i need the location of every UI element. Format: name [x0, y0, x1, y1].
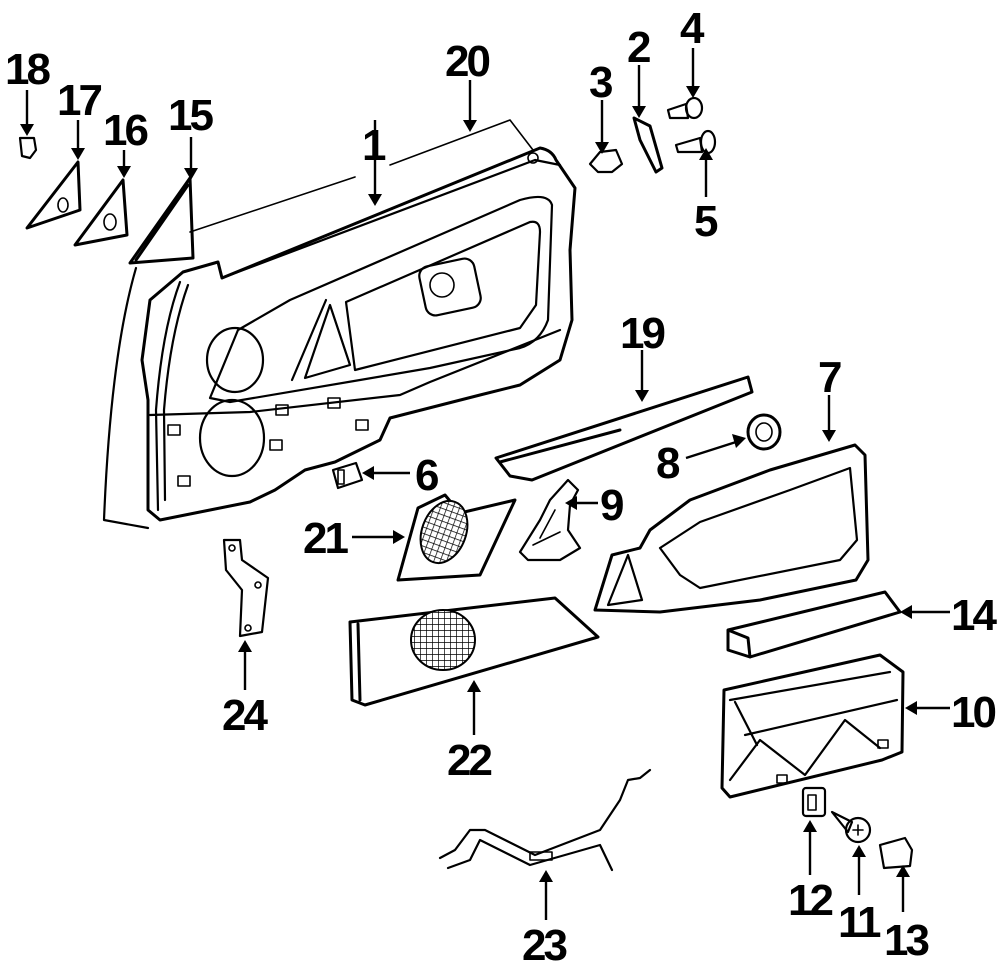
triangle-trim-15[interactable] — [128, 176, 195, 265]
bracket-part-2[interactable] — [632, 116, 664, 174]
callout-19: 19 — [620, 309, 664, 358]
clip-part-12[interactable] — [801, 786, 827, 818]
callout-13: 13 — [884, 916, 928, 964]
callout-7: 7 — [818, 353, 841, 402]
armrest-panel-part-7[interactable] — [593, 443, 870, 614]
callout-12: 12 — [788, 876, 832, 925]
callout-21: 21 — [303, 514, 348, 563]
callout-22: 22 — [447, 736, 491, 785]
callout-1: 1 — [362, 121, 386, 170]
speaker-grille-part-21[interactable] — [396, 493, 517, 582]
map-pocket-part-10[interactable] — [720, 653, 905, 799]
callout-15: 15 — [168, 91, 213, 140]
mirror-bezel-triangle — [290, 298, 352, 382]
screw-part-4[interactable] — [666, 96, 704, 120]
belt-molding-part-19[interactable] — [494, 375, 754, 482]
callout-16: 16 — [103, 106, 147, 155]
door-trim-panel-part[interactable] — [102, 146, 577, 530]
screw-part-5[interactable] — [674, 129, 717, 155]
handle-lever — [429, 272, 455, 298]
callout-17: 17 — [57, 76, 101, 125]
clip-part-13[interactable] — [878, 836, 914, 870]
panel-left-strip — [154, 280, 190, 512]
panel-clips — [167, 397, 369, 487]
armrest-recess — [208, 195, 554, 404]
callout-23: 23 — [522, 921, 566, 964]
handle-recess — [344, 220, 542, 372]
pad-part-14[interactable] — [726, 590, 902, 659]
switch-part-6[interactable] — [331, 461, 364, 490]
callout-6: 6 — [415, 451, 438, 500]
callout-24: 24 — [222, 691, 268, 740]
cap-part-8[interactable] — [746, 413, 782, 451]
clip-part-3[interactable] — [588, 148, 624, 174]
callout-labels: 1 2 3 4 5 6 7 8 9 10 11 12 13 14 15 16 1… — [5, 4, 1000, 964]
panel-divider — [148, 328, 562, 417]
inner-handle-pocket — [418, 257, 482, 317]
callout-20: 20 — [445, 37, 489, 86]
panel-upper-rim — [220, 158, 562, 280]
callout-14: 14 — [951, 591, 997, 640]
callout-5: 5 — [694, 197, 718, 246]
callout-9: 9 — [600, 481, 623, 530]
callout-4: 4 — [680, 4, 705, 53]
triangle-trim-17[interactable] — [25, 160, 82, 230]
handle-mechanism-part-9[interactable] — [518, 478, 582, 562]
callout-18: 18 — [5, 45, 50, 94]
callout-8: 8 — [656, 439, 680, 488]
trim-panel-body — [140, 146, 577, 522]
leader-lines — [20, 48, 950, 920]
lower-speaker-opening — [198, 398, 266, 478]
harness-part-23[interactable] — [438, 768, 652, 872]
screw-part-11[interactable] — [830, 810, 872, 844]
callout-3: 3 — [589, 58, 612, 107]
bracket-part-24[interactable] — [222, 538, 270, 638]
callout-11: 11 — [838, 898, 881, 947]
callout-2: 2 — [627, 23, 650, 72]
clip-18[interactable] — [18, 136, 38, 160]
panel-corner-hole — [527, 152, 539, 164]
upper-speaker-opening — [205, 326, 265, 394]
lower-trim-part-22[interactable] — [348, 596, 600, 707]
door-shell-outline — [102, 266, 150, 530]
triangle-trim-16[interactable] — [73, 178, 129, 247]
callout-10: 10 — [951, 688, 995, 737]
